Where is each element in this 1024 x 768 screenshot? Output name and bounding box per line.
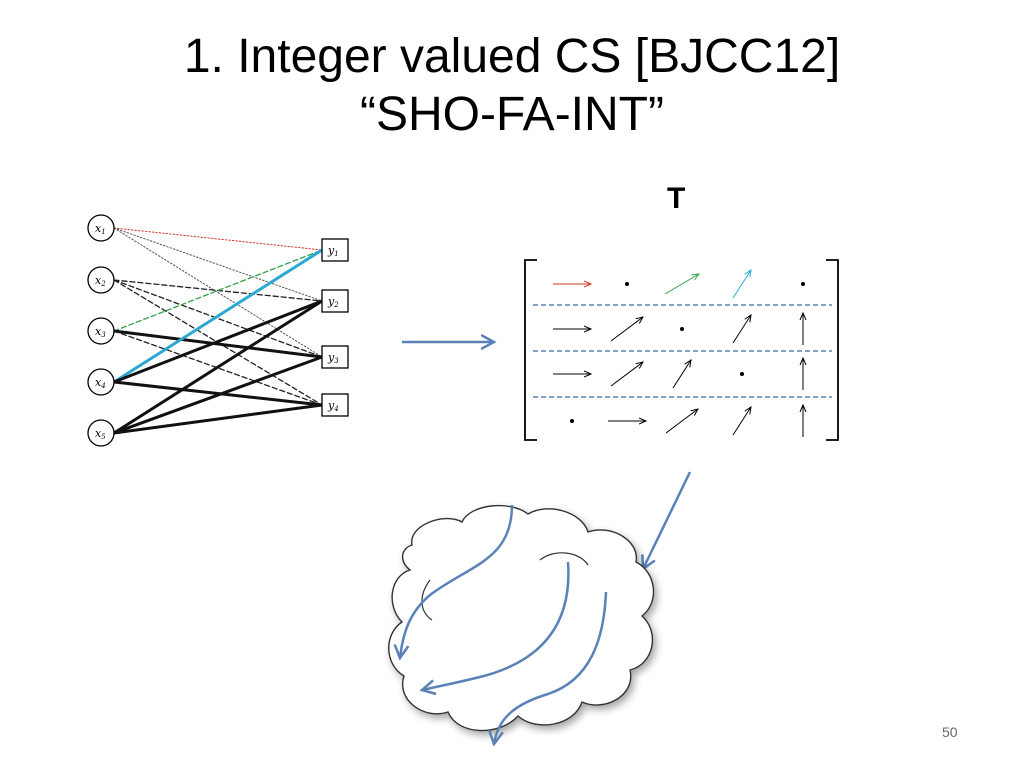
graph-right-node: y4 [321,393,349,417]
graph-right-node: y2 [321,289,349,313]
matrix-cell-dot [625,282,629,286]
matrix-cell-dot [680,327,684,331]
graph-left-node-label: x5 [95,427,106,441]
graph-right-node: y3 [321,345,349,369]
graph-right-node-label: y4 [327,399,339,413]
matrix-label: T [667,182,686,215]
matrix-cell-dot [801,282,805,286]
matrix-cell-arrow-diag-mid [665,409,698,434]
graph-edge-x1-y3 [113,227,323,358]
graph-edge-x2-y3 [113,279,323,358]
graph-left-node-label: x1 [95,222,106,236]
graph-edge-x3-y3 [112,329,324,359]
matrix-cell-arrow-diag-steep [732,270,751,299]
graph-edge-x1-y1 [113,227,323,251]
slide-title: 1. Integer valued CS [BJCC12] “SHO-FA-IN… [0,28,1024,144]
graph-right-node: y1 [321,238,349,262]
matrix-to-cloud-arrow [643,471,692,569]
graph-left-node: x2 [87,266,115,294]
graph-right-nodes: y1 y2 y3 y4 [321,238,349,417]
graph-left-node: x1 [87,214,115,242]
matrix-cell-arrow-diag-steep [732,407,751,436]
graph-left-node: x4 [87,368,115,396]
cloud-flow-curve-1 [400,504,514,658]
matrix-cell-arrow-diag-low [664,274,699,295]
graph-left-node-label: x4 [95,376,106,390]
graph-left-nodes: x1 x2 x3 x4 x5 [87,214,115,447]
graph-edge-x5-y4 [112,403,324,435]
graph-edge-x3-y4 [113,330,323,406]
cloud-shape [388,504,655,732]
matrix-right-bracket [826,259,839,441]
matrix-T [524,259,839,441]
matrix-cell-arrow-diag-mid [610,362,643,387]
graph-edges [112,227,324,435]
matrix-cell-dot [570,419,574,423]
graph-edge-x5-y2 [112,299,324,435]
page-number: 50 [942,724,958,740]
graph-edge-x3-y1 [113,249,323,332]
matrix-cell-arrow-diag-steep [732,315,751,344]
graph-edge-x1-y2 [113,227,323,302]
title-line-2: “SHO-FA-INT” [360,88,664,141]
title-line-1: 1. Integer valued CS [BJCC12] [183,30,841,83]
matrix-cell-dot [740,372,744,376]
matrix-left-bracket [524,259,537,441]
matrix-cell-arrow-diag-steep [672,360,691,389]
graph-edge-x4-y2 [112,299,324,384]
graph-left-node: x3 [87,317,115,345]
graph-right-node-label: y1 [327,244,339,258]
cloud-flow-curve-3 [494,591,608,744]
graph-edge-x5-y3 [112,355,324,435]
graph-left-node: x5 [87,419,115,447]
cloud-flow-curve-2 [422,561,570,690]
graph-left-node-label: x3 [95,325,106,339]
matrix-cell-arrow-diag-mid [610,317,643,342]
graph-left-node-label: x2 [95,274,106,288]
graph-edge-x4-y1 [112,248,324,384]
